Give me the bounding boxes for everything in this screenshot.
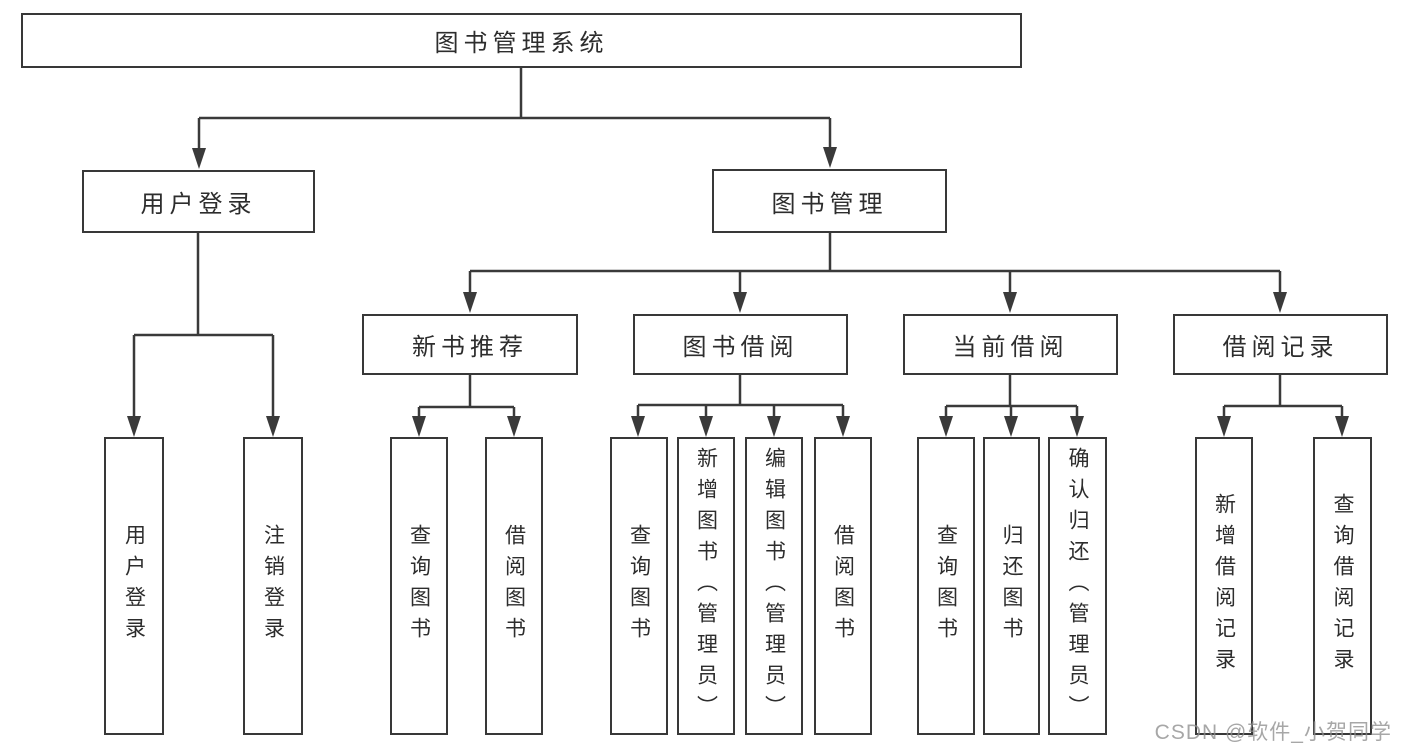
node-label: 图书管理系统 xyxy=(434,30,609,57)
node-current-borrowing: 当前借阅 xyxy=(903,314,1118,375)
connector-borrowing xyxy=(636,375,845,417)
node-user-login-group: 用户登录 xyxy=(82,170,315,233)
leaf-label: 查询图书 xyxy=(407,524,431,648)
node-book-borrowing: 图书借阅 xyxy=(633,314,848,375)
leaf-query-books-newbooks: 查询图书 xyxy=(390,437,448,735)
leaf-label: 编辑图书（管理员） xyxy=(762,446,786,726)
leaf-return-books: 归还图书 xyxy=(983,437,1040,735)
leaf-query-borrow-record: 查询借阅记录 xyxy=(1313,437,1372,735)
connector-records xyxy=(1222,375,1344,417)
leaf-query-books-borrowing: 查询图书 xyxy=(610,437,668,735)
node-book-management: 图书管理 xyxy=(712,169,947,233)
leaf-label: 借阅图书 xyxy=(502,524,526,648)
node-label: 借阅记录 xyxy=(1222,334,1339,361)
leaf-add-borrow-record: 新增借阅记录 xyxy=(1195,437,1253,735)
csdn-watermark: CSDN @软件_小贺同学 xyxy=(1154,721,1392,744)
leaf-confirm-return-admin: 确认归还（管理员） xyxy=(1048,437,1107,735)
leaf-label: 新增图书（管理员） xyxy=(694,446,718,726)
leaf-label: 确认归还（管理员） xyxy=(1066,446,1089,726)
connector-login xyxy=(132,233,275,417)
leaf-query-books-current: 查询图书 xyxy=(917,437,975,735)
leaf-borrow-books-borrowing: 借阅图书 xyxy=(814,437,872,735)
leaf-label: 新增借阅记录 xyxy=(1212,493,1236,679)
leaf-label: 注销登录 xyxy=(261,524,285,648)
leaf-logout: 注销登录 xyxy=(243,437,303,735)
node-borrow-records: 借阅记录 xyxy=(1173,314,1388,375)
connector-root xyxy=(197,68,832,150)
node-label: 图书借阅 xyxy=(682,334,799,361)
leaf-label: 用户登录 xyxy=(122,524,146,648)
arrowheads xyxy=(127,147,1349,437)
leaf-label: 借阅图书 xyxy=(831,524,855,648)
leaf-label: 查询借阅记录 xyxy=(1331,493,1354,679)
node-label: 当前借阅 xyxy=(952,334,1069,361)
leaf-label: 归还图书 xyxy=(1000,524,1023,648)
node-new-book-recommend: 新书推荐 xyxy=(362,314,578,375)
connector-mgmt xyxy=(468,233,1282,293)
leaf-borrow-books-newbooks: 借阅图书 xyxy=(485,437,543,735)
node-label: 新书推荐 xyxy=(412,334,528,361)
leaf-label: 查询图书 xyxy=(627,524,651,648)
connector-newbooks xyxy=(417,375,516,417)
node-root-system: 图书管理系统 xyxy=(21,13,1022,68)
leaf-user-login: 用户登录 xyxy=(104,437,164,735)
leaf-edit-books-admin: 编辑图书（管理员） xyxy=(745,437,803,735)
leaf-add-books-admin: 新增图书（管理员） xyxy=(677,437,735,735)
node-label: 用户登录 xyxy=(140,191,257,218)
leaf-label: 查询图书 xyxy=(934,524,958,648)
connector-current xyxy=(944,375,1079,417)
node-label: 图书管理 xyxy=(771,190,888,218)
